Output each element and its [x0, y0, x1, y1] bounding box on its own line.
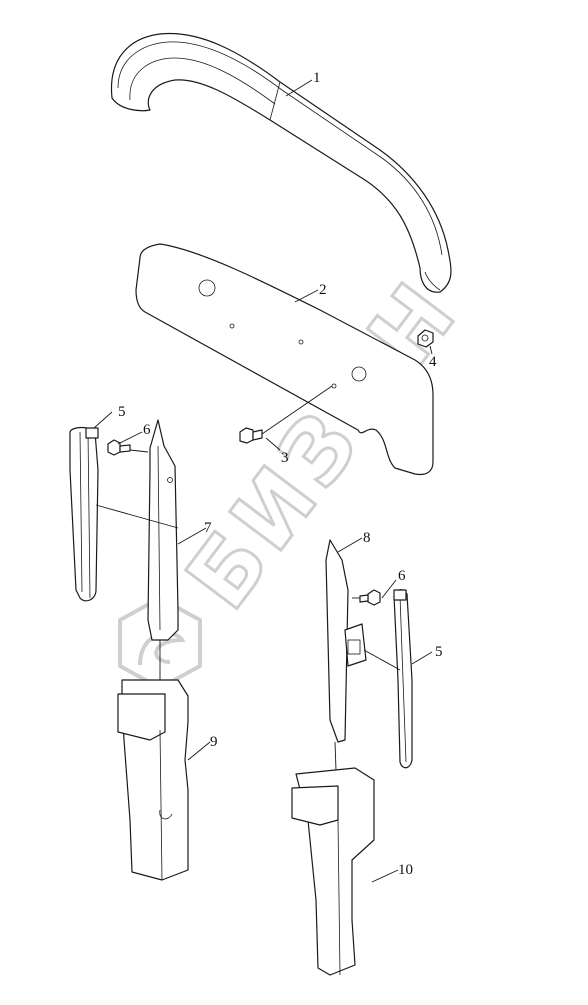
- callout-8: 8: [363, 530, 371, 546]
- part-10-foam-block-right: [291, 767, 375, 976]
- part-1-curved-cover: [110, 32, 452, 293]
- callout-1: 1: [313, 70, 321, 86]
- callout-5-right: 5: [435, 644, 443, 660]
- callout-5-left: 5: [118, 404, 126, 420]
- callout-6-left: 6: [143, 422, 151, 438]
- part-2-plate: [135, 243, 434, 476]
- callout-9: 9: [210, 734, 218, 750]
- part-5-seal-right: [393, 589, 413, 769]
- part-4-nut: [417, 329, 434, 348]
- callout-numbers: 1 2 3 4 5 6 7 8 6 5 9 10: [118, 70, 443, 878]
- part-8-bracket: [325, 539, 367, 743]
- callout-10: 10: [398, 862, 413, 878]
- part-6-screw-right: [359, 589, 381, 606]
- part-3-bolt: [239, 427, 263, 444]
- part-7-bracket: [147, 419, 179, 641]
- callout-leaders: [93, 79, 433, 883]
- callout-2: 2: [319, 282, 327, 298]
- part-5-seal-left: [69, 426, 99, 602]
- assembly-lines: [95, 385, 401, 771]
- callout-7: 7: [204, 520, 212, 536]
- callout-6-right: 6: [398, 568, 406, 584]
- callout-3: 3: [281, 450, 289, 466]
- callout-4: 4: [429, 354, 437, 370]
- part-6-screw-left: [107, 439, 131, 456]
- part-9-foam-block-left: [117, 679, 189, 881]
